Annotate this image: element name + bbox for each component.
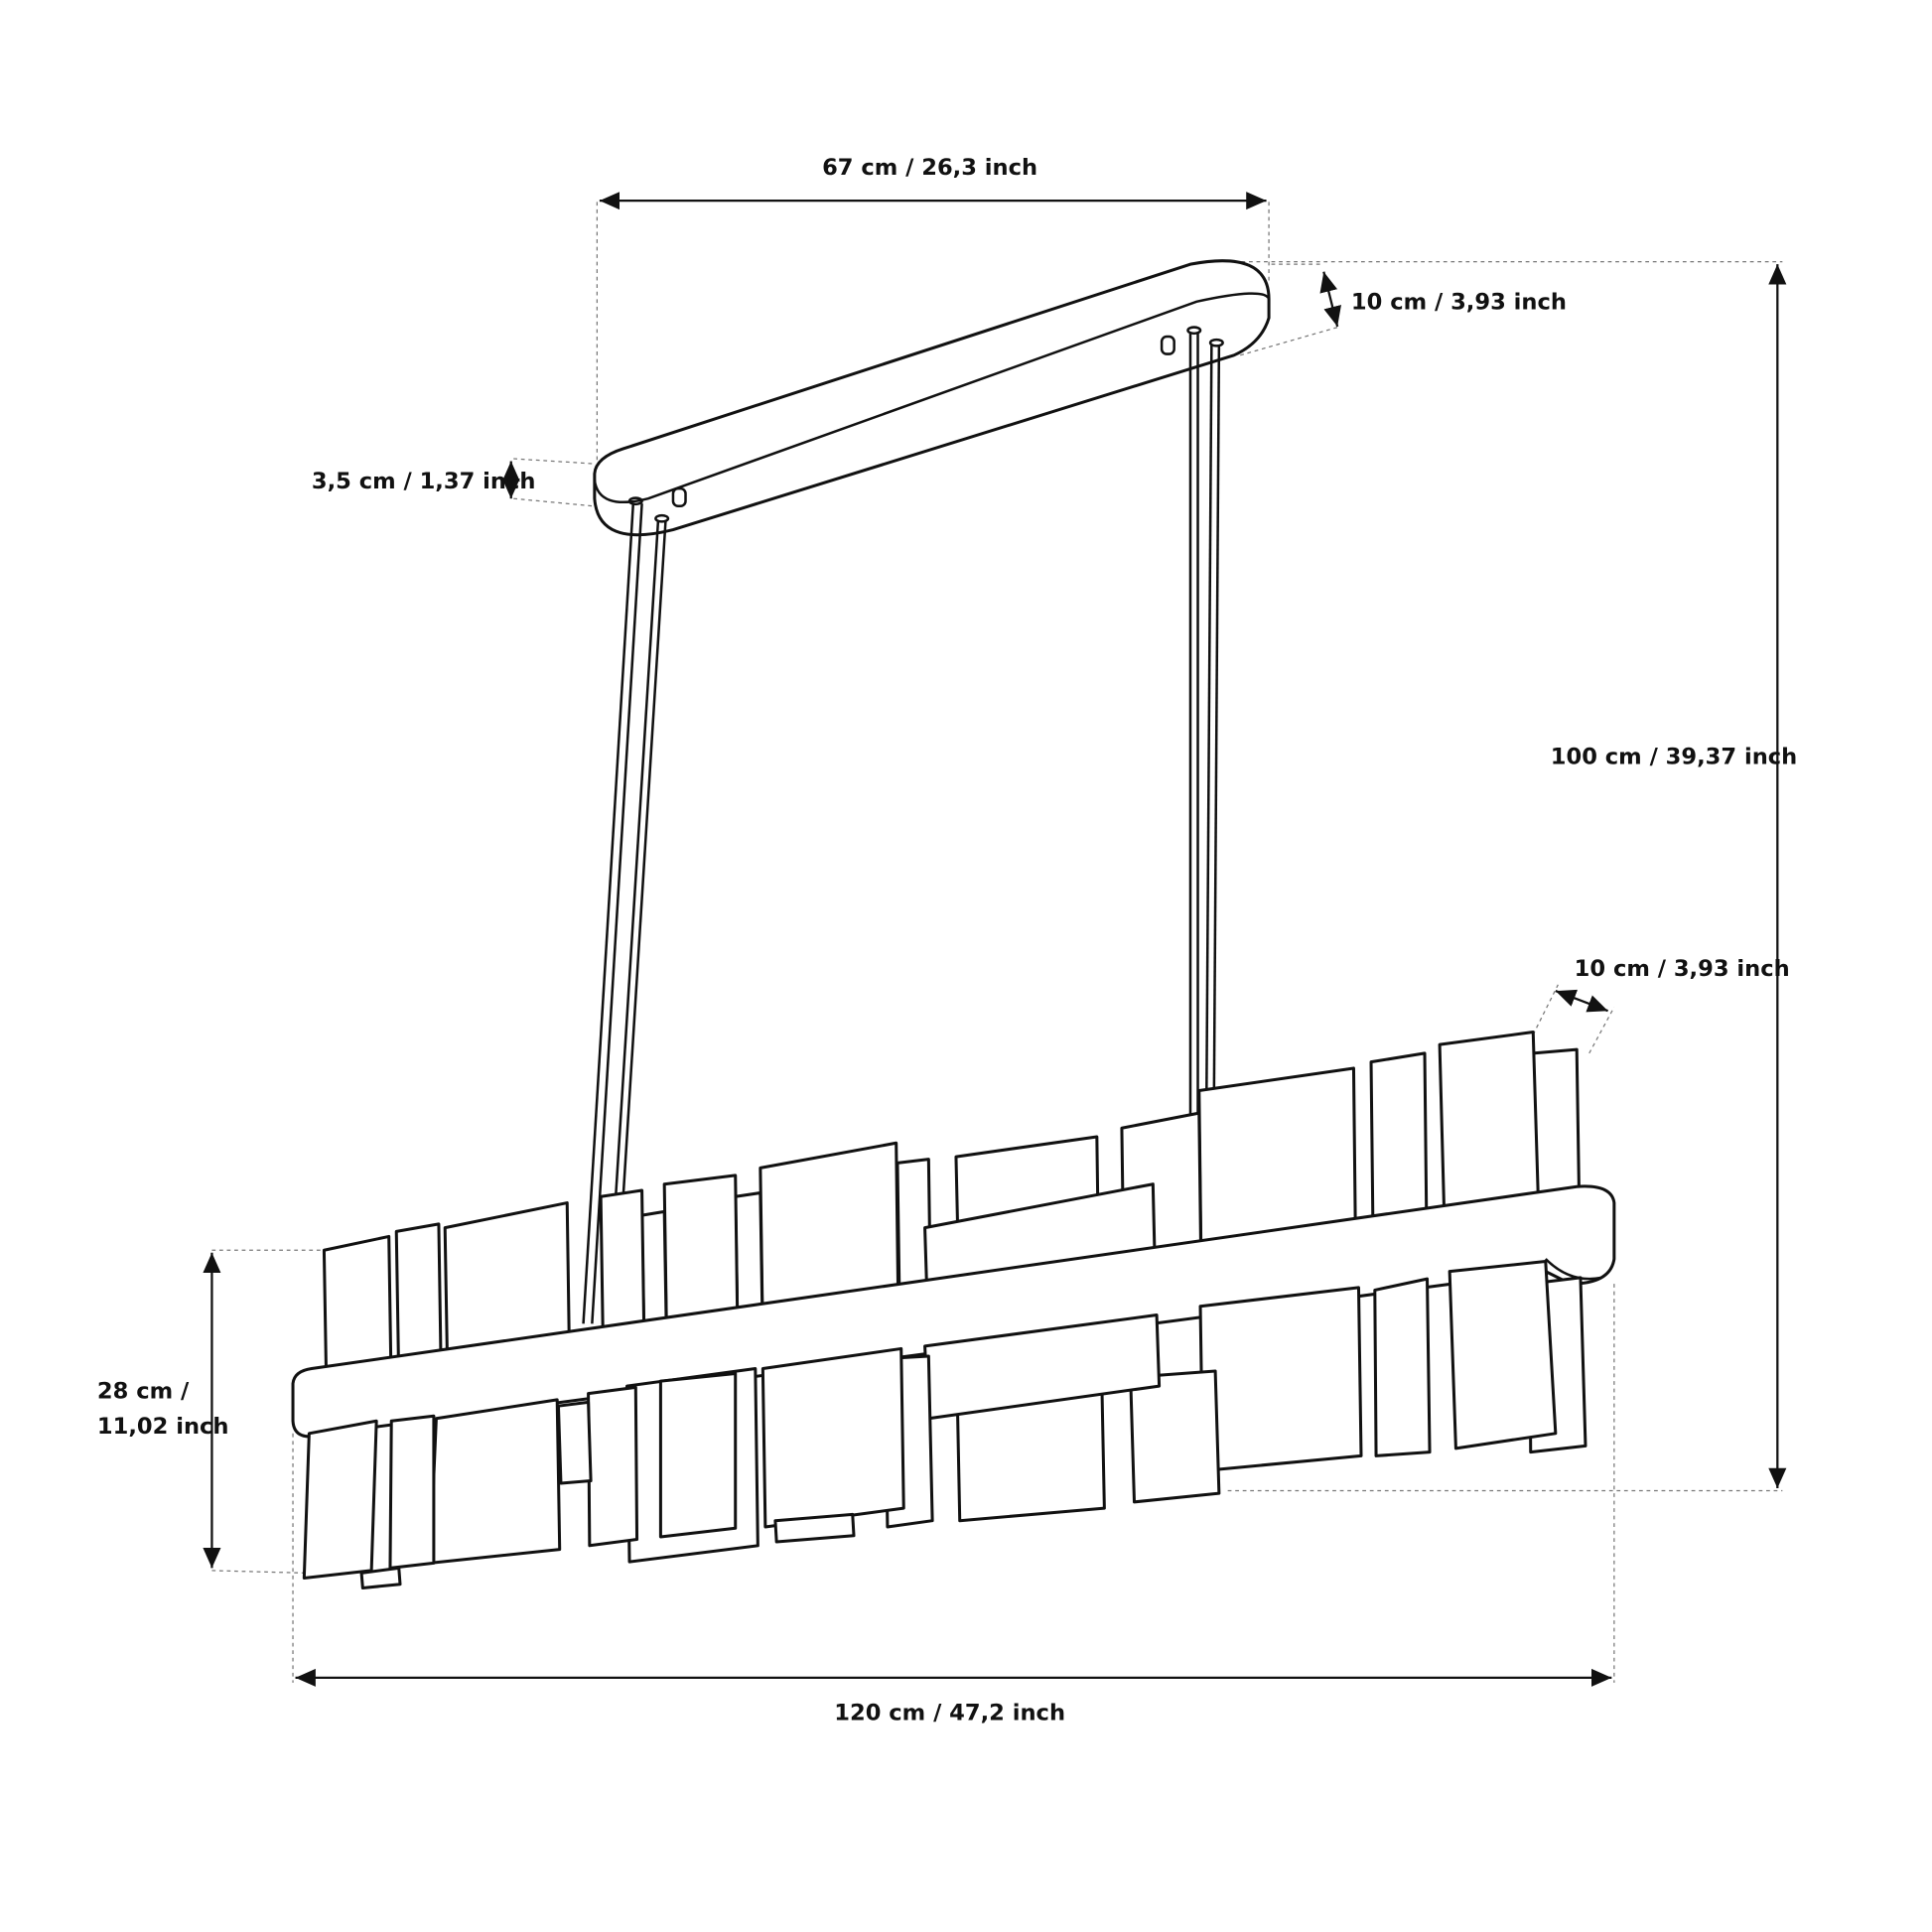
suspension-cables [582,333,1221,1324]
lamp-body [291,1184,1616,1439]
canopy-screw-icon [671,486,687,507]
canopy-depth-label: 10 cm / 3,93 inch [1351,289,1567,315]
body-height-label-line2: 11,02 inch [97,1414,229,1440]
canopy [593,259,1271,537]
cable-hole-icon [1186,326,1202,336]
cable-hole-icon [1208,338,1224,347]
lower-glass-panels [302,1260,1587,1589]
canopy-length-label: 67 cm / 26,3 inch [822,155,1037,181]
cable-hole-icon [654,513,670,523]
body-length-label: 120 cm / 47,2 inch [834,1701,1065,1726]
canopy-height-label: 3,5 cm / 1,37 inch [312,469,536,494]
body-depth-label: 10 cm / 3,93 inch [1575,956,1790,982]
canopy-screw-icon [1160,335,1175,355]
cable-hole-icon [627,496,643,506]
extension-lines [211,202,1783,1683]
dimension-arrows [203,192,1787,1687]
body-height-label-line1: 28 cm / [97,1379,190,1405]
total-height-label: 100 cm / 39,37 inch [1551,745,1797,770]
